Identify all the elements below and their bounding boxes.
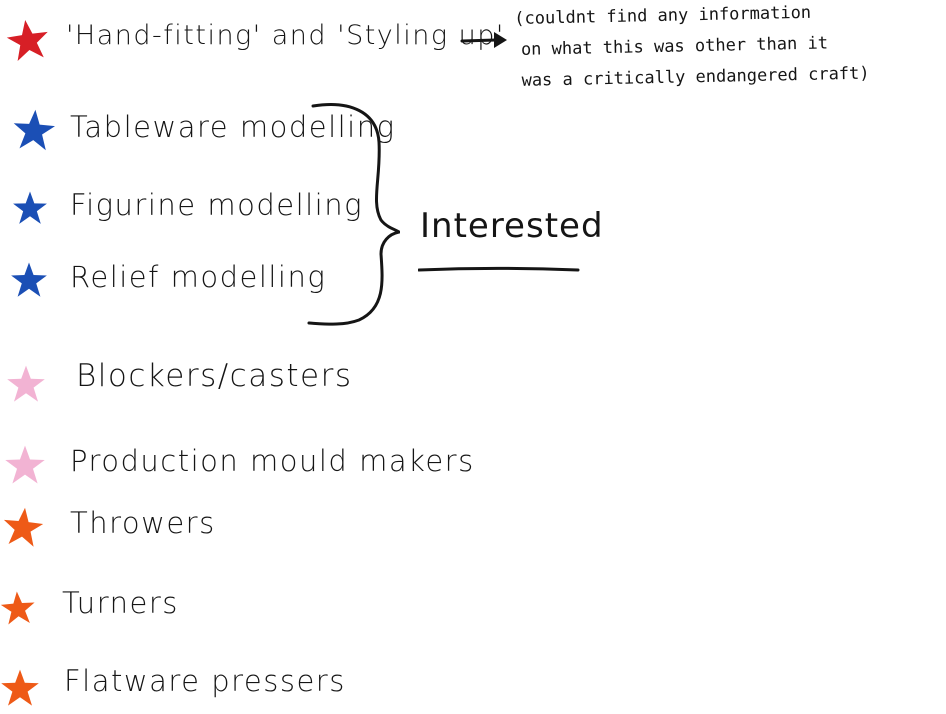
pink-star-icon [4, 444, 46, 486]
arrow-right-icon [460, 28, 508, 52]
red-star-icon [3, 15, 53, 65]
group-label: Interested [420, 206, 604, 246]
craft-label: Blockers/casters [76, 358, 353, 394]
craft-label: Tableware modelling [70, 110, 396, 144]
blue-star-icon [10, 260, 48, 300]
craft-label: Relief modelling [70, 260, 327, 294]
group-label-underline [417, 258, 580, 272]
blue-star-icon [11, 107, 58, 154]
note-text: (couldnt find any information on what th… [514, 0, 936, 97]
craft-label: Throwers [70, 506, 216, 540]
orange-star-icon [0, 502, 46, 552]
orange-star-icon [0, 666, 40, 710]
pink-star-icon [6, 364, 46, 404]
craft-label: Turners [62, 586, 179, 620]
craft-label: Production mould makers [70, 444, 475, 478]
brace-bracket [305, 102, 403, 330]
craft-label: Flatware pressers [64, 664, 346, 698]
craft-label: 'Hand-fitting' and 'Styling up' [66, 20, 505, 51]
craft-label: Figurine modelling [70, 188, 364, 222]
blue-star-icon [12, 190, 48, 226]
orange-star-icon [0, 585, 37, 631]
